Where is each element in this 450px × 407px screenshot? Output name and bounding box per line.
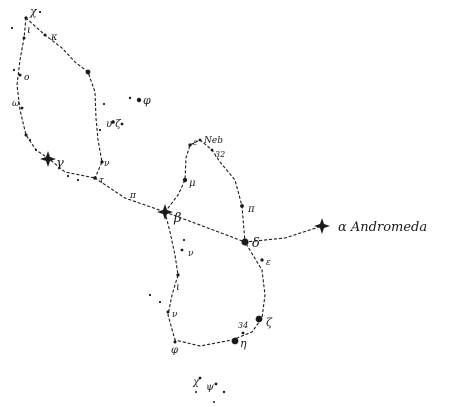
stars (10, 10, 330, 403)
star-iota-top (22, 36, 26, 40)
label-alpha-andromeda: α Andromeda (338, 220, 427, 235)
label-pi-right: π (247, 204, 255, 215)
label-omicron: ο (24, 73, 30, 83)
label-tau: τ (99, 176, 105, 186)
star-pi-left (24, 133, 28, 137)
label-omega: ω (12, 99, 20, 109)
star-iota-low (176, 273, 180, 277)
star-zeta-small (120, 122, 124, 126)
label-eta: η (240, 337, 247, 350)
faint-star (66, 174, 70, 178)
star-phi (136, 97, 142, 103)
label-zeta: ζ (266, 316, 273, 329)
star-rho (85, 69, 91, 75)
label-34: 34 (238, 321, 248, 330)
star-32 (210, 148, 214, 152)
label-upsilon-z: υ ζ (106, 119, 121, 130)
label-gamma: γ (56, 156, 64, 171)
line-beta-lower (164, 211, 266, 347)
label-chi-low: χ (192, 377, 200, 388)
line-perseus-left (16, 17, 96, 179)
star-phi-b (128, 96, 132, 100)
star-beta (157, 204, 173, 220)
faint-star (213, 401, 215, 403)
star-omega (20, 106, 24, 110)
star-chi-top (24, 16, 28, 20)
label-32: 32 (215, 150, 225, 159)
label-chi-top: χ (29, 5, 38, 18)
star-gamma (40, 151, 56, 167)
label-kappa: κ (50, 32, 58, 43)
star-pi-right (240, 204, 244, 208)
star-psi-b (222, 390, 226, 394)
faint-star (28, 138, 32, 142)
label-epsilon: ε (266, 258, 271, 268)
faint-stars (10, 10, 215, 403)
faint-star (102, 102, 106, 106)
faint-star (98, 128, 102, 132)
star-epsilon (260, 258, 264, 262)
label-psi: ψ (206, 382, 214, 393)
label-iota-low: ι (176, 282, 180, 293)
star-34 (241, 331, 245, 335)
star-nu-left (100, 160, 104, 164)
line-perseus-to-beta (94, 177, 166, 213)
star-m31-b (198, 138, 202, 142)
constellation-lines (16, 17, 323, 347)
star-m31-a (188, 143, 192, 147)
star-nu-mid (180, 248, 184, 252)
star-zeta (255, 315, 263, 323)
star-omicron (18, 73, 22, 77)
faint-star (182, 238, 186, 242)
star-upsilon (111, 120, 115, 124)
label-phi-low: φ (171, 345, 178, 356)
label-nu-low: ν (172, 310, 178, 320)
label-nu-mid: ν (188, 249, 194, 259)
star-eta (231, 337, 239, 345)
label-phi: φ (143, 94, 151, 107)
star-phi-low (173, 340, 177, 344)
faint-star (158, 300, 162, 304)
star-chi-low (198, 376, 202, 380)
star-delta (241, 238, 249, 246)
faint-star (148, 293, 152, 297)
label-delta: δ (252, 236, 260, 251)
star-nu-low (166, 310, 170, 314)
faint-star (38, 10, 42, 14)
label-nebula: Neb (203, 136, 223, 146)
faint-star (76, 178, 80, 182)
faint-star (10, 26, 14, 30)
faint-star (34, 148, 38, 152)
label-beta: β (173, 211, 182, 226)
label-pi-left: π (129, 191, 137, 201)
line-perseus-top (25, 17, 103, 179)
star-mu (182, 177, 188, 183)
star-alpha (314, 218, 330, 234)
star-labels: χ ι κ ο φ υ ζ ω γ ν τ π β Neb ε 32 μ π δ… (12, 5, 427, 393)
label-ae: ε (193, 138, 197, 147)
faint-star (195, 391, 197, 393)
faint-star (12, 68, 16, 72)
label-mu: μ (189, 178, 196, 189)
star-psi (214, 382, 218, 386)
star-tau (93, 176, 97, 180)
star-kappa (43, 33, 47, 37)
label-iota-top: ι (27, 25, 31, 36)
label-nu-left: ν (104, 159, 110, 169)
